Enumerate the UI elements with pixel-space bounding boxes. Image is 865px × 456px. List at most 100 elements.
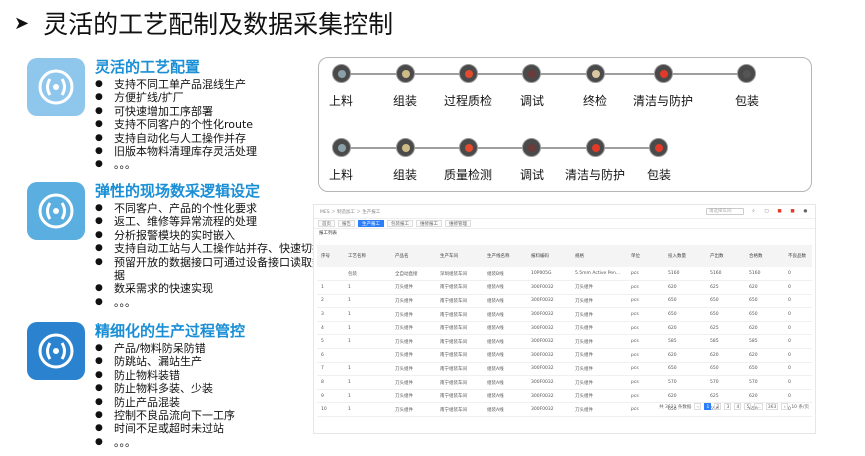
table-cell: 组装A线 [483, 321, 527, 336]
table-cell: 1 [344, 280, 391, 295]
tab-packing-report[interactable]: 包装报工 [387, 220, 413, 227]
table-cell: 5160 [706, 267, 745, 282]
notification-icon[interactable]: ▢ [764, 209, 769, 214]
table-cell: 0 [784, 348, 812, 363]
table-cell: pcs [627, 307, 664, 322]
table-cell: 4 [317, 321, 344, 336]
table-cell: 南宁组装车间 [436, 321, 483, 336]
table-cell: 5.5mm Active Pen... [571, 267, 627, 282]
tab-repair-management[interactable]: 维修管理 [445, 220, 471, 227]
table-cell: 全自动直接 [391, 267, 436, 282]
table-cell: pcs [627, 402, 664, 418]
tab-home[interactable]: 首页 [318, 220, 335, 227]
feature-item: 支持不同工单产品混线生产 [95, 78, 327, 92]
flow1-dot [659, 69, 668, 78]
table-cell: 570 [706, 375, 745, 390]
flow1-dot [337, 69, 346, 78]
table-cell: 刀头组件 [571, 375, 627, 390]
process-control-icon [27, 322, 85, 380]
table-cell: 300F0032 [527, 362, 571, 377]
screen-tabs: 首页 报告 生产报工 包装报工 维修报工 维修管理 [314, 219, 815, 229]
table-cell: 570 [745, 375, 784, 390]
prev-page-button[interactable]: ‹ [694, 403, 702, 410]
table-cell: 组装A线 [483, 402, 527, 418]
table-cell: 0 [784, 375, 812, 390]
table-cell: pcs [627, 280, 664, 295]
table-cell: 刀头组件 [571, 402, 627, 418]
table-cell: 10P005G [527, 267, 571, 282]
table-cell: 7 [317, 362, 344, 377]
table-cell: 刀头组件 [571, 389, 627, 404]
page-title: ➤ 灵活的工艺配制及数据采集控制 [14, 6, 393, 40]
alert-icon[interactable]: ■ [777, 209, 782, 214]
flow2-dot [527, 143, 536, 152]
page-title-text: 灵活的工艺配制及数据采集控制 [43, 10, 394, 39]
table-cell: 组装A线 [483, 334, 527, 350]
table-cell: 刀头组件 [391, 375, 436, 390]
per-page-select[interactable]: 10 条/页 [791, 404, 809, 410]
page-button[interactable]: 4 [734, 403, 742, 410]
table-cell: pcs [627, 334, 664, 350]
page-button[interactable]: 363 [765, 403, 779, 410]
feature-item: 防止物料多装、少装 [95, 382, 327, 396]
table-cell: 1 [344, 294, 391, 309]
mes-screenshot: MES ＞ 制造加工 ＞ 生产报工 请选择车间 ⌕ ▢ ■ ■ ● 首页 报告 … [314, 205, 815, 433]
table-cell: 刀头组件 [391, 362, 436, 377]
column-header: 产出数 [706, 245, 745, 267]
table-cell: 3 [317, 307, 344, 322]
flow2-dot [591, 143, 600, 152]
flow1-node [522, 64, 541, 83]
flow2-node [396, 138, 415, 157]
table-cell: 0 [784, 321, 812, 336]
table-cell: 0 [784, 267, 812, 282]
column-header: 合格数 [745, 245, 784, 267]
table-cell: 625 [706, 321, 745, 336]
flow1-node [396, 64, 415, 83]
table-cell: 585 [706, 334, 745, 350]
flow2-node [459, 138, 478, 157]
flow1-node [586, 64, 605, 83]
table-cell: 1 [344, 362, 391, 377]
table-cell: 0 [784, 307, 812, 322]
page-button[interactable]: 1 [704, 403, 712, 410]
table-cell: 620 [745, 321, 784, 336]
next-page-button[interactable]: › [781, 403, 789, 410]
page-button[interactable]: 3 [724, 403, 732, 410]
table-cell: 刀头组件 [571, 348, 627, 363]
message-icon[interactable]: ■ [790, 209, 795, 214]
table-cell: 组装A线 [483, 294, 527, 309]
page-button[interactable]: 2 [714, 403, 722, 410]
workshop-select[interactable]: 请选择车间 [706, 208, 744, 215]
screen-topbar: MES ＞ 制造加工 ＞ 生产报工 请选择车间 ⌕ ▢ ■ ■ ● [314, 205, 815, 219]
table-cell: 300F0032 [527, 389, 571, 404]
table-cell: 5160 [745, 267, 784, 282]
pagination-total: 共 3621 条数据 [659, 404, 692, 410]
flow1-dot [742, 69, 751, 78]
tab-production-report[interactable]: 生产报工 [358, 220, 384, 227]
table-cell: 南宁组装车间 [436, 402, 483, 418]
table-cell: 南宁组装车间 [436, 348, 483, 363]
page-button[interactable]: 5 [744, 403, 752, 410]
tab-report[interactable]: 报告 [338, 220, 355, 227]
flow2-dot [337, 143, 346, 152]
table-cell: pcs [627, 267, 664, 282]
user-avatar-icon[interactable]: ● [803, 209, 808, 214]
breadcrumb[interactable]: MES ＞ 制造加工 ＞ 生产报工 [320, 209, 381, 215]
table-cell: 1 [344, 389, 391, 404]
table-cell: 5160 [664, 267, 706, 282]
search-icon[interactable]: ⌕ [752, 209, 755, 214]
feature-item: 旧版本物料清理库存灵活处理 [95, 145, 327, 159]
flow1-node [654, 64, 673, 83]
tab-repair-report[interactable]: 维修报工 [416, 220, 442, 227]
